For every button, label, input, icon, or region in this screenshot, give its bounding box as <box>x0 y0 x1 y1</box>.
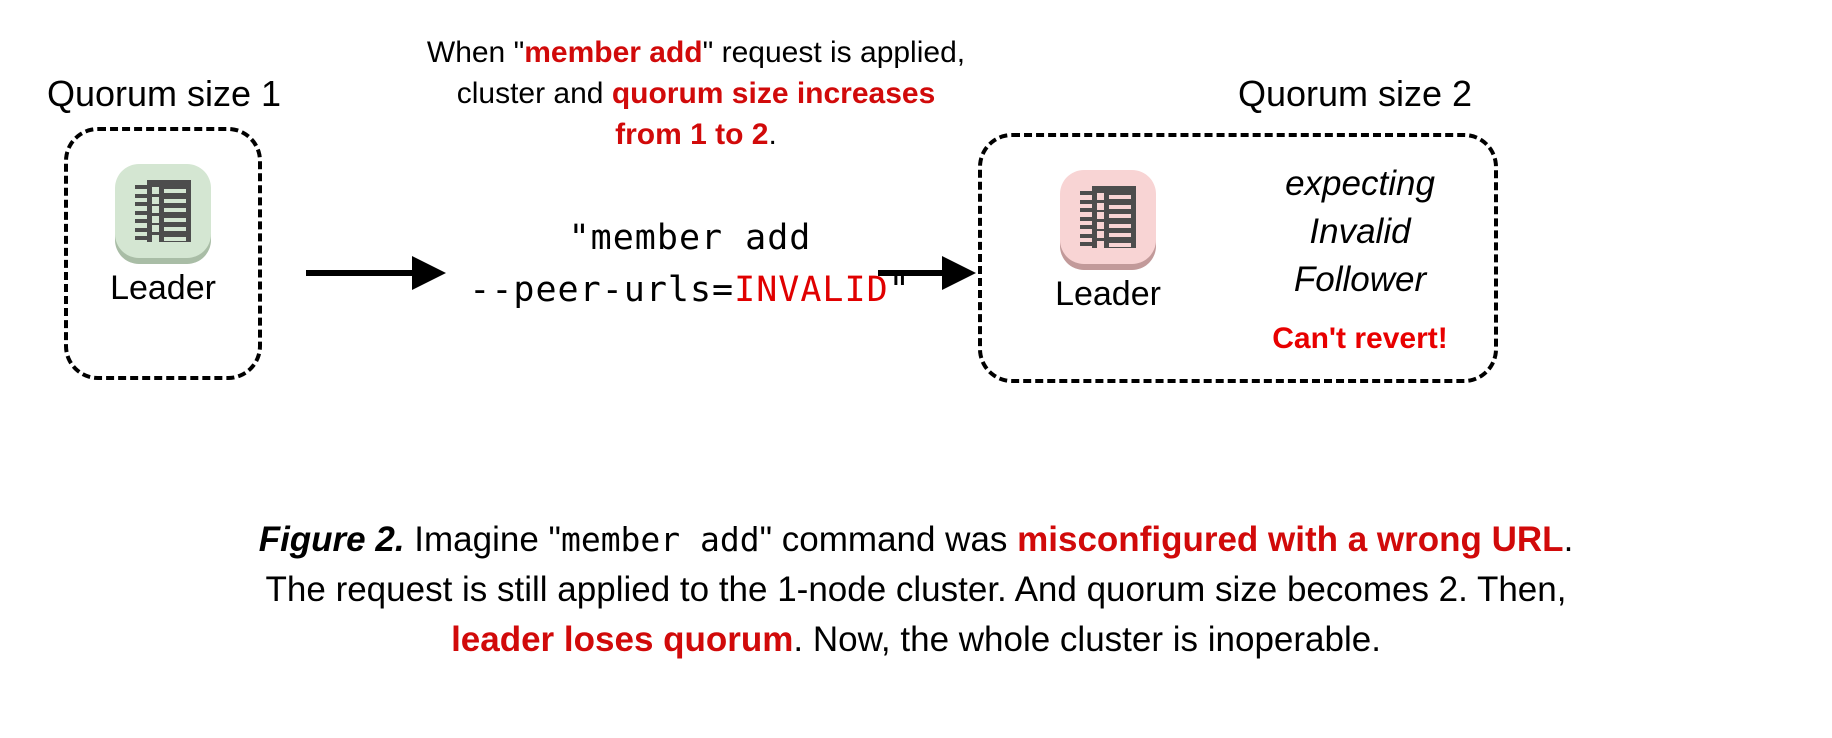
top-annotation-line-1: When "member add" request is applied, <box>366 32 1026 73</box>
figure-caption-emphasis-2: leader loses quorum <box>451 620 794 659</box>
left-cluster-boundary <box>64 127 262 380</box>
server-icon-line <box>1109 233 1131 237</box>
right-cluster-title: Quorum size 2 <box>1237 73 1473 114</box>
server-icon-line <box>164 198 186 203</box>
left-node-label: Leader <box>110 269 216 307</box>
status-line-2: Invalid <box>1309 212 1411 251</box>
server-icon-led <box>1097 221 1104 229</box>
top-annotation-line-1-pre: When " <box>426 36 525 69</box>
status-line-1: expecting <box>1285 164 1435 203</box>
server-icon-line <box>1109 214 1131 218</box>
server-icon-tab <box>135 227 148 232</box>
server-icon-line <box>164 236 186 241</box>
command-line-2-post: " <box>888 270 911 310</box>
figure-caption-seg-3: " command was <box>759 520 1018 559</box>
server-icon-tab <box>135 236 148 240</box>
figure-caption-command: member add <box>560 520 760 559</box>
server-icon-tab <box>135 202 148 206</box>
top-annotation-line-1-post: " request is applied, <box>702 36 966 69</box>
top-annotation-line-2-emphasis: quorum size increases <box>611 77 936 110</box>
right-node-label: Leader <box>1055 275 1161 313</box>
figure-caption-seg-5: . <box>1563 520 1574 559</box>
server-icon-tab <box>135 193 148 198</box>
command-line-1: "member add <box>568 218 812 258</box>
server-icon-led <box>152 187 159 194</box>
arrow-shaft <box>306 270 414 276</box>
server-icon-line <box>164 217 186 222</box>
right-cluster-status: expecting Invalid Follower Can't revert! <box>1230 160 1490 356</box>
server-icon-tab <box>135 210 148 215</box>
server-icon-line <box>1109 204 1131 209</box>
server-icon-line <box>164 227 186 231</box>
left-cluster-title: Quorum size 1 <box>46 73 282 114</box>
top-annotation-line-1-emphasis: member add <box>524 36 703 69</box>
server-icon-line <box>164 208 186 212</box>
server-icon-line <box>164 189 186 193</box>
figure-caption-seg-1: Imagine " <box>404 520 561 559</box>
figure-caption: Figure 2. Imagine "member add" command w… <box>40 515 1792 665</box>
top-annotation-line-2: cluster and quorum size increases <box>366 73 1026 114</box>
right-cluster-boundary <box>978 133 1498 383</box>
top-annotation: When "member add" request is applied, cl… <box>366 32 1026 155</box>
server-icon-tab <box>1080 225 1093 229</box>
server-icon-led <box>1097 193 1104 200</box>
figure-number: Figure 2. <box>258 520 405 559</box>
figure-caption-seg-6: The request is still applied to the 1-no… <box>265 570 1567 609</box>
server-icon-led <box>152 225 159 232</box>
status-line-3: Follower <box>1293 260 1427 299</box>
server-icon-tab <box>1080 199 1093 204</box>
server-icon-line <box>1109 223 1131 228</box>
command-text: "member add --peer-urls=INVALID" <box>430 212 950 316</box>
server-icon-led <box>1097 240 1104 248</box>
server-icon-led <box>152 206 159 213</box>
left-cluster-node: Leader <box>79 160 247 308</box>
server-icon-led <box>152 196 159 204</box>
top-annotation-line-2-pre: cluster and <box>456 77 612 110</box>
server-icon-tab <box>1080 216 1093 221</box>
top-annotation-line-3-post: . <box>768 118 777 151</box>
server-icon-tab <box>135 219 148 223</box>
server-icon-tab <box>1080 191 1093 195</box>
figure-caption-seg-8: . Now, the whole cluster is inoperable. <box>793 620 1381 659</box>
right-cluster-node: Leader <box>1024 166 1192 314</box>
command-line-2-pre: --peer-urls= <box>469 270 735 310</box>
top-annotation-line-3: from 1 to 2. <box>366 114 1026 155</box>
server-icon-led <box>152 215 159 223</box>
server-icon-led <box>1097 212 1104 219</box>
figure-caption-line-1: Figure 2. Imagine "member add" command w… <box>40 515 1792 565</box>
server-icon-line <box>1109 242 1131 247</box>
server-icon <box>1056 166 1160 270</box>
arrow-head <box>412 256 446 290</box>
command-invalid-value: INVALID <box>734 270 889 310</box>
top-annotation-line-3-emphasis: from 1 to 2 <box>615 118 769 151</box>
figure-caption-emphasis-1: misconfigured with a wrong URL <box>1017 520 1564 559</box>
arrow-head <box>942 256 976 290</box>
command-line-2: --peer-urls=INVALID" <box>430 264 950 316</box>
figure-caption-line-2: The request is still applied to the 1-no… <box>40 565 1792 615</box>
arrow-shaft <box>878 270 944 276</box>
server-icon-line <box>1109 195 1131 199</box>
server-icon-led <box>152 234 159 242</box>
server-icon <box>111 160 215 264</box>
server-icon-tab <box>135 185 148 189</box>
status-warning-badge: Can't revert! <box>1272 322 1448 355</box>
server-icon-tab <box>1080 242 1093 246</box>
server-icon-tab <box>1080 208 1093 212</box>
server-icon-tab <box>1080 233 1093 238</box>
figure-caption-line-3: leader loses quorum. Now, the whole clus… <box>40 615 1792 665</box>
server-icon-led <box>1097 231 1104 238</box>
server-icon-led <box>1097 202 1104 210</box>
